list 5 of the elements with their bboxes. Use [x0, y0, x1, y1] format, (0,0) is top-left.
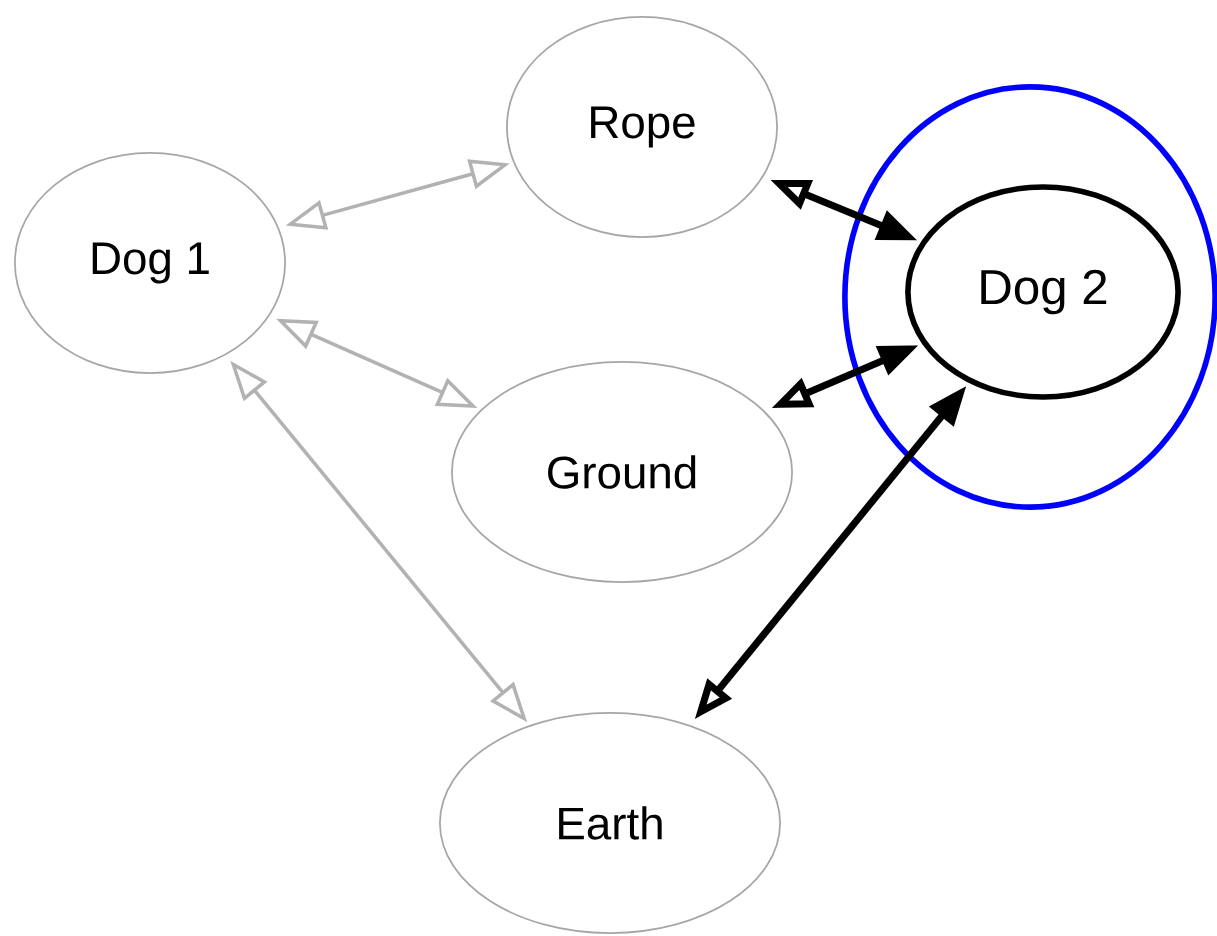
ellipse-node: Dog 1: [14, 152, 286, 374]
ellipse-node: Ground: [451, 361, 793, 583]
ellipse-node: Rope: [506, 16, 778, 238]
ellipse-node: Dog 2: [905, 184, 1181, 400]
ellipse-node: Earth: [439, 712, 781, 934]
